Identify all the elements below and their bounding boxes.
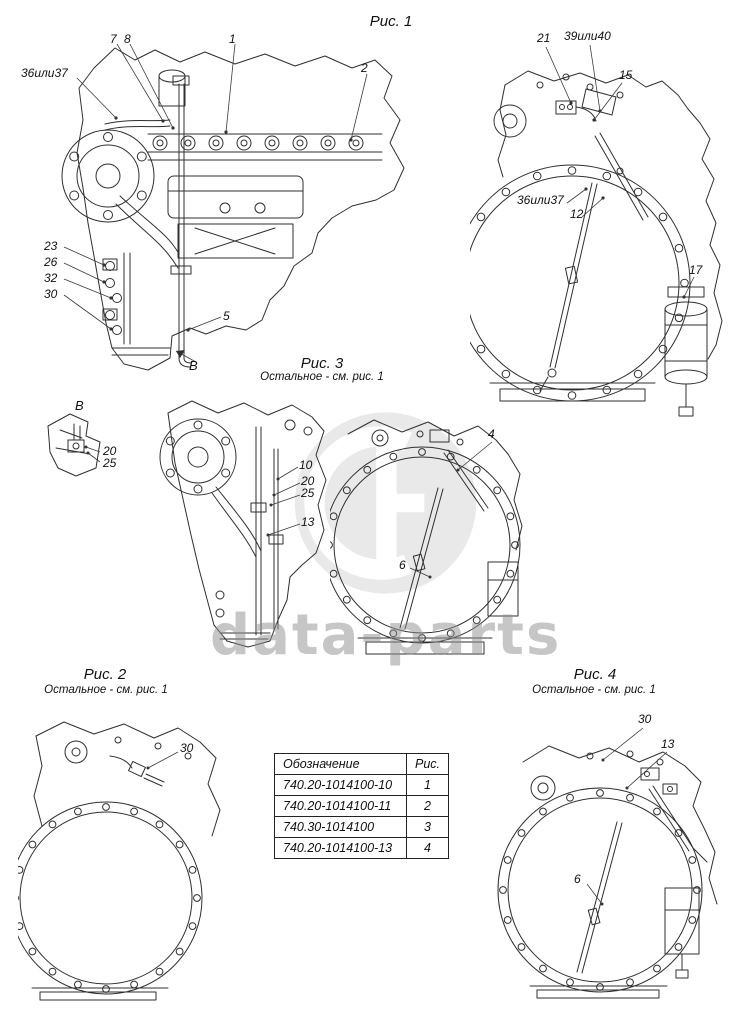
view-arrow-label-b: В	[189, 358, 198, 373]
fig4-title: Рис. 4	[573, 666, 617, 683]
detail-b-drawing	[47, 413, 101, 477]
fig4-leaders	[586, 727, 668, 906]
callout-30: 30	[180, 741, 194, 755]
callout-20: 20	[103, 444, 117, 458]
table-header-figure: Рис.	[405, 753, 450, 775]
fig3-right-view: 4 6	[330, 390, 530, 665]
callout-10: 10	[299, 458, 313, 472]
fig1-left-leaders	[63, 43, 368, 363]
engine-rear-view-drawing	[18, 721, 221, 1001]
table-row: 740.20-1014100-13 4	[274, 837, 450, 859]
engine-side-view-drawing	[61, 43, 405, 371]
fig1-title: Рис. 1	[369, 13, 413, 30]
callout-8: 8	[124, 32, 131, 46]
callout-26: 26	[44, 255, 58, 269]
fig2-leaders	[146, 751, 179, 770]
fig1-right-leaders	[545, 44, 695, 299]
table-row: 740.20-1014100-11 2	[274, 795, 450, 817]
engine-rear-view-drawing	[497, 727, 718, 999]
fig3-left-leaders	[266, 466, 301, 537]
callout-6: 6	[399, 558, 406, 572]
figure-cell: 2	[405, 795, 450, 817]
table-header-designation: Обозначение	[274, 753, 407, 775]
detail-b-label: В	[75, 398, 84, 413]
callout-2: 2	[361, 61, 368, 75]
engine-rear-view-drawing	[470, 44, 723, 417]
fig3-left-view: 10 20 25 13	[140, 385, 350, 660]
fig3-title: Рис. 3	[300, 355, 344, 372]
figure-cell: 4	[405, 837, 450, 859]
fig1-left-view: 7 8 1 2 36или37 23 26 32 30 5 В	[20, 28, 440, 378]
callout-13: 13	[301, 515, 315, 529]
callout-5: 5	[223, 309, 230, 323]
designation-cell: 740.20-1014100-13	[274, 837, 407, 859]
fig4-view: 30 13 6	[495, 700, 735, 1005]
detail-b-leaders	[84, 445, 101, 463]
table-row: 740.30-1014100 3	[274, 816, 450, 838]
engine-rear-view-drawing	[330, 419, 523, 655]
fig3-right-leaders	[409, 441, 493, 579]
callout-15: 15	[619, 68, 633, 82]
table-header-row: Обозначение Рис.	[274, 753, 450, 775]
engine-side-view-drawing	[159, 400, 327, 648]
callout-36or37: 36или37	[517, 193, 564, 207]
table-row: 740.20-1014100-10 1	[274, 774, 450, 796]
figure-cell: 1	[405, 774, 450, 796]
fig2-title: Рис. 2	[83, 666, 127, 683]
callout-20: 20	[301, 474, 315, 488]
fig2-subtitle: Остальное - см. рис. 1	[44, 684, 168, 696]
callout-1: 1	[229, 32, 236, 46]
callout-6: 6	[574, 872, 581, 886]
callout-13: 13	[661, 737, 675, 751]
designation-cell: 740.20-1014100-10	[274, 774, 407, 796]
callout-25: 25	[301, 486, 315, 500]
callout-30: 30	[638, 712, 652, 726]
fig4-subtitle: Остальное - см. рис. 1	[532, 684, 656, 696]
callout-21: 21	[537, 31, 551, 45]
callout-39or40: 39или40	[564, 29, 611, 43]
fig3-subtitle: Остальное - см. рис. 1	[260, 371, 384, 383]
fig1-right-view: 21 39или40 15 36или37 12 17	[470, 25, 730, 445]
figure-cell: 3	[405, 816, 450, 838]
callout-25: 25	[103, 456, 117, 470]
callout-36or37: 36или37	[21, 66, 68, 80]
callout-30: 30	[44, 287, 58, 301]
callout-7: 7	[110, 32, 117, 46]
callout-32: 32	[44, 271, 58, 285]
callout-17: 17	[689, 263, 703, 277]
fig2-view: 30	[18, 700, 253, 1005]
callout-12: 12	[570, 207, 584, 221]
callout-4: 4	[488, 427, 495, 441]
detail-b-view: В 20 25	[30, 396, 142, 496]
callout-23: 23	[44, 239, 58, 253]
designation-table: Обозначение Рис. 740.20-1014100-10 1 740…	[274, 753, 450, 859]
designation-cell: 740.20-1014100-11	[274, 795, 407, 817]
designation-cell: 740.30-1014100	[274, 816, 407, 838]
